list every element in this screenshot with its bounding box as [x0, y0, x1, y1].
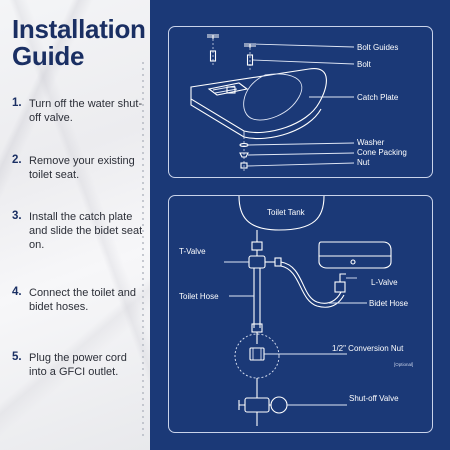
step-number: 2. [12, 154, 22, 166]
step-text: Remove your existing toilet seat. [29, 155, 135, 181]
step-text: Connect the toilet and bidet hoses. [29, 287, 137, 313]
bidet-seat-icon [318, 241, 392, 269]
label-toilet-hose: Toilet Hose [179, 292, 219, 301]
step-number: 3. [12, 210, 22, 222]
toilet-seat-icon [190, 68, 327, 140]
label-cone-packing: Cone Packing [357, 148, 407, 157]
label-bolt-guides: Bolt Guides [357, 43, 398, 52]
label-shutoff-valve: Shut-off Valve [349, 394, 399, 403]
label-toilet-tank: Toilet Tank [267, 208, 306, 217]
plumbing-diagram: Toilet Tank [168, 195, 433, 433]
label-catch-plate: Catch Plate [357, 93, 399, 102]
label-l-valve: L-Valve [371, 278, 398, 287]
label-conversion-nut: 1/2" Conversion Nut [332, 344, 404, 353]
label-nut: Nut [357, 158, 370, 167]
label-washer: Washer [357, 138, 385, 147]
bolt-guides-icon [207, 34, 256, 72]
step-number: 5. [12, 351, 22, 363]
bidet-hose-icon [280, 261, 345, 308]
step-number: 1. [12, 97, 22, 109]
t-valve-icon [248, 230, 282, 269]
l-valve-icon [334, 273, 346, 293]
page-title: Installation Guide [12, 16, 147, 70]
diagram-panel: Bolt Guides Bolt Catch Plate Washer Cone… [150, 0, 450, 450]
plumbing-drawing: Toilet Tank [179, 196, 413, 426]
toilet-tank-icon [238, 196, 325, 231]
step-text: Install the catch plate and slide the bi… [29, 211, 143, 251]
title-line-2: Guide [12, 41, 85, 71]
instructions-panel: Installation Guide 1. Turn off the water… [0, 0, 150, 450]
seat-assembly-drawing: Bolt Guides Bolt Catch Plate Washer Cone… [190, 34, 407, 172]
shutoff-valve-icon [238, 378, 288, 426]
step-text: Plug the power cord into a GFCI outlet. [29, 352, 127, 378]
toilet-hose-icon [251, 268, 263, 344]
step-text: Turn off the water shut-off valve. [29, 98, 143, 124]
step-number: 4. [12, 286, 22, 298]
seat-assembly-diagram: Bolt Guides Bolt Catch Plate Washer Cone… [168, 26, 433, 178]
title-line-1: Installation [12, 14, 146, 44]
label-bolt: Bolt [357, 60, 372, 69]
fastener-stack-icon [239, 137, 249, 172]
dotted-divider [142, 60, 144, 440]
label-bidet-hose: Bidet Hose [369, 299, 409, 308]
label-t-valve: T-Valve [179, 247, 206, 256]
label-optional: [Optional] [394, 362, 413, 367]
